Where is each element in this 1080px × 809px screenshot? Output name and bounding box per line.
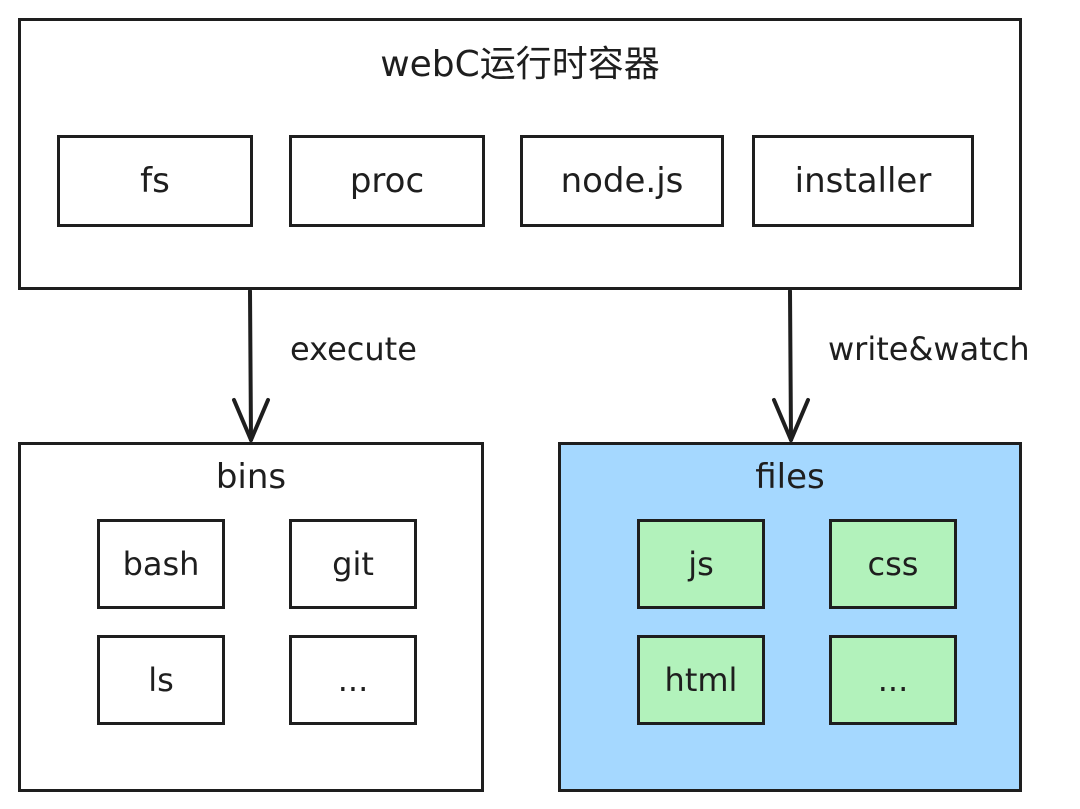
bin-bash-label: bash <box>122 545 200 583</box>
bins-group: bins bash git ls ... <box>18 442 484 792</box>
file-css-label: css <box>867 545 919 583</box>
bins-title: bins <box>215 457 287 497</box>
bin-more-label: ... <box>337 661 369 699</box>
bin-git: git <box>289 519 417 609</box>
file-html: html <box>637 635 765 725</box>
bin-git-label: git <box>332 545 374 583</box>
webc-runtime-container: webC运行时容器 fs proc node.js installer <box>18 18 1022 290</box>
bin-ls-label: ls <box>148 661 174 699</box>
file-js: js <box>637 519 765 609</box>
module-nodejs: node.js <box>520 135 724 227</box>
file-more-label: ... <box>877 661 909 699</box>
module-proc: proc <box>289 135 485 227</box>
file-js-label: js <box>688 545 714 583</box>
module-proc-label: proc <box>349 161 425 201</box>
write-watch-arrowhead <box>772 398 810 442</box>
bin-more: ... <box>289 635 417 725</box>
container-title: webC运行时容器 <box>380 44 660 85</box>
files-title: files <box>755 457 825 497</box>
file-html-label: html <box>664 661 738 699</box>
module-installer-label: installer <box>794 161 932 201</box>
file-more: ... <box>829 635 957 725</box>
execute-arrow <box>248 289 253 442</box>
file-css: css <box>829 519 957 609</box>
bin-ls: ls <box>97 635 225 725</box>
files-group: files js css html ... <box>558 442 1022 792</box>
module-nodejs-label: node.js <box>560 161 684 201</box>
execute-arrowhead <box>232 398 270 442</box>
write-watch-arrow <box>788 289 793 442</box>
execute-label: execute <box>290 330 417 368</box>
module-installer: installer <box>752 135 974 227</box>
module-fs: fs <box>57 135 253 227</box>
write-watch-label: write&watch <box>828 330 1030 368</box>
bin-bash: bash <box>97 519 225 609</box>
module-fs-label: fs <box>140 161 170 201</box>
